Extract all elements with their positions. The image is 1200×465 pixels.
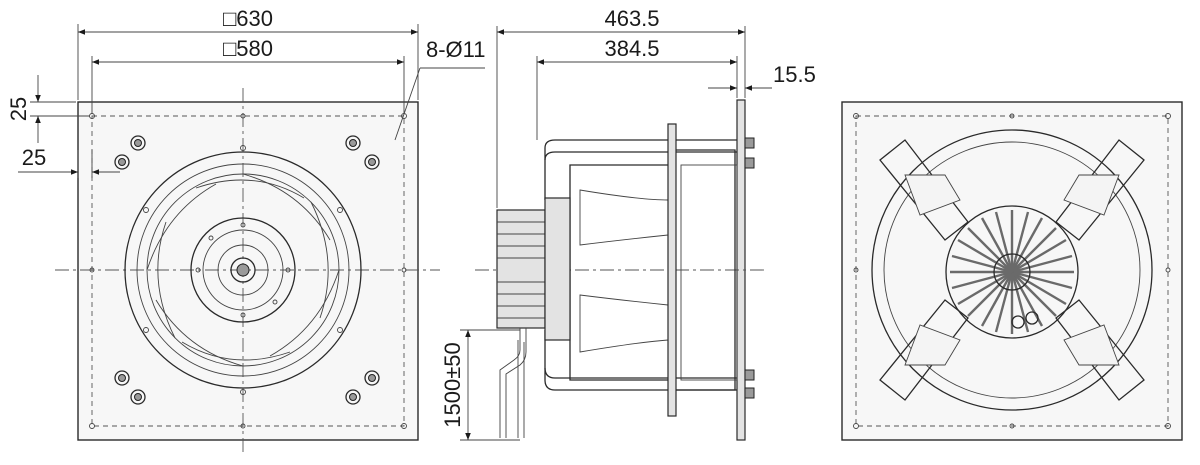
dim-label-25-vertical: 25 [6,97,31,121]
rear-cable-glands [1011,311,1039,329]
rear-motor-outer [945,205,1079,339]
rear-ring-inner [883,141,1141,399]
front-inlet-ring-inner [136,163,350,377]
dim-label-580: □580 [223,36,273,61]
rear-mounting-holes [853,113,1171,429]
dim-label-cable: 1500±50 [440,342,465,428]
rear-motor-hub [993,253,1031,291]
front-hole-pitch-frame [91,115,405,427]
rear-arm-brackets [904,174,1120,366]
front-shaft-center [236,263,250,277]
side-motor-fin-lines [497,221,545,319]
front-inlet-ring-outer [124,151,362,389]
rear-motor-fins [950,210,1074,334]
side-flange-bolts [744,137,755,399]
front-shaft [230,257,256,283]
dim-label-463-5: 463.5 [604,6,659,31]
dim-label-630: □630 [223,6,273,31]
front-hub-outer [190,217,296,323]
side-support-bar [667,123,677,417]
dim-label-holes: 8-Ø11 [426,37,486,62]
front-hub-inner [217,244,269,296]
front-hub-mid [202,229,284,311]
dim-label-384-5: 384.5 [604,36,659,61]
dim-label-15-5: 15.5 [773,62,816,87]
side-motor-housing [544,197,571,341]
side-motor-fins [496,209,546,329]
side-cables [499,328,527,438]
rear-ring-outer [871,129,1153,411]
front-ring-screws [89,145,407,395]
side-view: 463.5 384.5 15.5 1500±50 [440,6,816,441]
front-impeller-blades [146,173,340,367]
front-hub-screws [195,222,291,318]
side-inlet-cone [672,149,736,391]
rear-view [841,101,1183,441]
front-view: □630 □580 8-Ø11 25 25 [6,6,486,455]
side-frame-rails [544,139,737,391]
rear-hole-pitch-frame [855,115,1169,427]
front-studs [114,135,380,405]
leader-holes [394,67,421,141]
side-impeller-body [569,164,673,381]
dim-label-25-horizontal: 25 [22,145,46,170]
